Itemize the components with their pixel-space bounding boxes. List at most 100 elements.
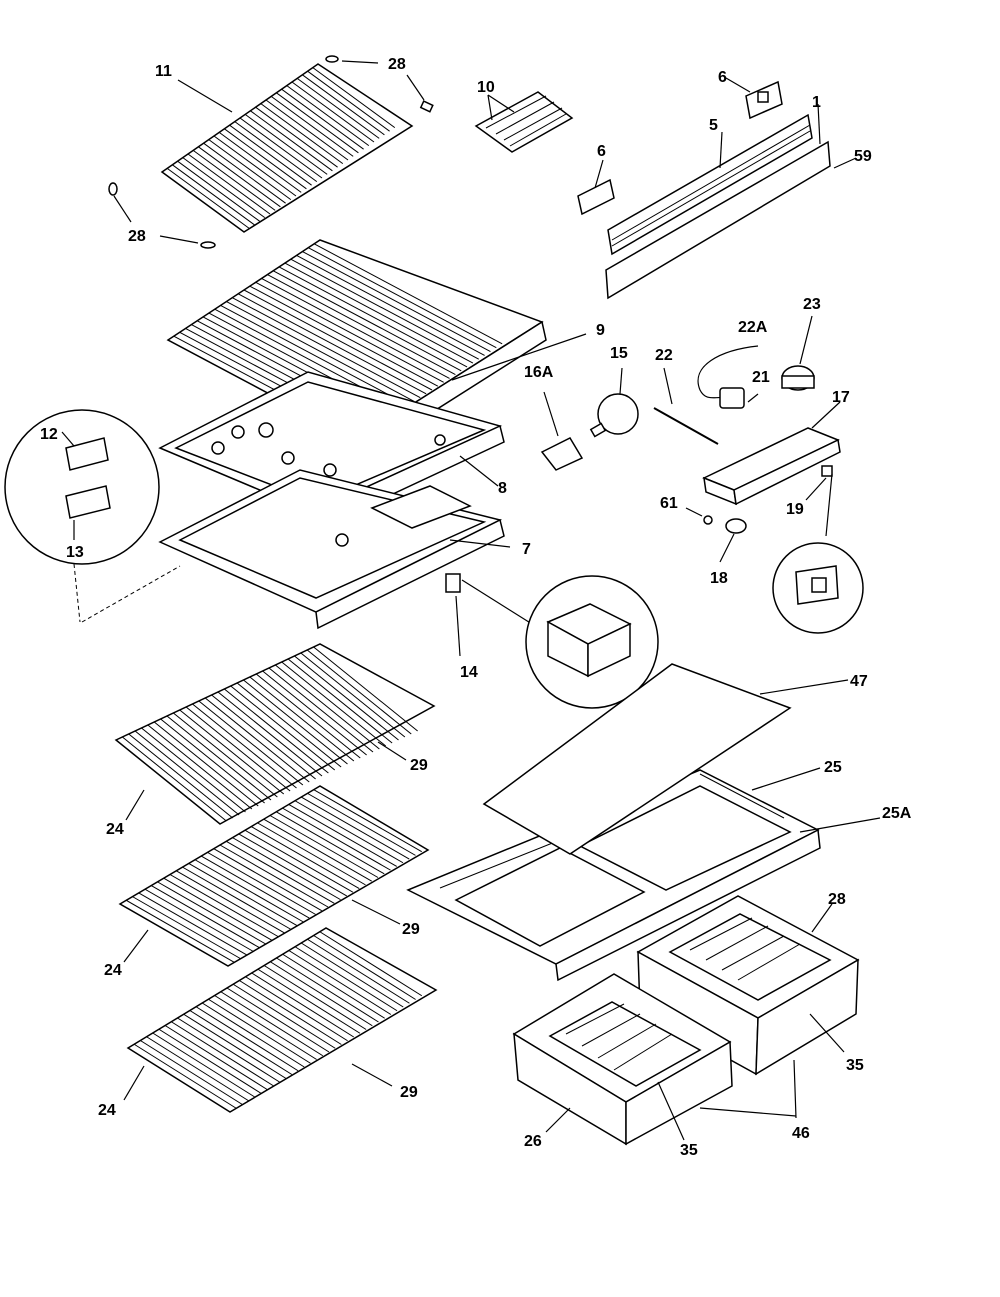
switch-19-detail <box>772 465 864 634</box>
label-29-upper: 29 <box>410 757 428 774</box>
shelf-wire <box>133 1043 237 1109</box>
shelf-frame-7 <box>158 469 505 630</box>
shelf-wire <box>290 258 480 360</box>
shelf-wire <box>219 844 329 908</box>
shelf-wire <box>282 953 385 1019</box>
shelf-wire <box>179 709 285 795</box>
shelf-wire <box>301 796 410 860</box>
shelf-wire <box>218 131 302 193</box>
shelf-wire <box>229 124 312 186</box>
shelf-wire <box>300 942 404 1008</box>
shelf-wire <box>226 987 330 1053</box>
shelf-wire <box>188 863 297 926</box>
shelf-wire <box>255 281 444 383</box>
label-35-right: 35 <box>846 1057 864 1074</box>
shelf-wire <box>250 110 333 172</box>
shelf-wire <box>237 293 427 395</box>
shelf-wire <box>176 870 285 934</box>
shelf-wire <box>251 972 355 1038</box>
wire-shelf-29-middle <box>118 785 430 967</box>
label-18: 18 <box>710 570 728 587</box>
shelf-wire <box>236 682 342 768</box>
shelf-wire <box>166 167 250 229</box>
label-23: 23 <box>803 296 821 313</box>
shelf-wire <box>249 676 355 762</box>
shelf-wire <box>249 285 439 387</box>
label-17: 17 <box>832 389 850 406</box>
shelf-wire <box>160 718 265 804</box>
shelf-wire <box>307 938 410 1004</box>
shelf-wire <box>230 685 336 771</box>
label-11: 11 <box>155 63 172 80</box>
shelf-wire <box>255 673 361 759</box>
shelf-wire <box>243 289 433 391</box>
label-28-top: 28 <box>388 56 406 73</box>
shelf-wire <box>157 881 266 945</box>
label-25a: 25A <box>882 805 912 822</box>
shelf-wire <box>286 85 370 147</box>
shelf-wire <box>268 667 374 753</box>
label-25: 25 <box>824 759 842 776</box>
shelf-wire <box>195 1006 299 1072</box>
shelf-wire <box>302 74 385 136</box>
glass-shelf-47 <box>482 663 881 855</box>
shelf-wire <box>278 266 468 368</box>
shelf-wire <box>128 733 234 819</box>
shelf-wire <box>208 139 292 201</box>
light-socket-16a <box>540 391 584 471</box>
shelf-wire <box>220 991 324 1057</box>
label-22: 22 <box>655 347 673 364</box>
shelf-wire <box>263 818 372 882</box>
shelf-wire <box>294 946 398 1012</box>
shelf-wire <box>192 149 276 211</box>
shelf-wire <box>276 957 379 1023</box>
control-panel-assembly <box>577 77 857 300</box>
wire-shelf-29-upper <box>114 643 436 825</box>
shelf-wire <box>194 859 304 923</box>
shelf-wire <box>217 691 323 777</box>
shelf-wire <box>213 135 297 197</box>
shelf-wire <box>291 81 375 143</box>
shelf-wire <box>211 694 316 780</box>
shelf-wire <box>245 976 348 1042</box>
shelf-wire <box>281 88 364 150</box>
shelf-wire <box>189 1010 293 1075</box>
shelf-wire <box>198 700 304 786</box>
shelf-wire <box>281 661 387 747</box>
shelf-wire <box>158 1028 262 1094</box>
label-28-drawer: 28 <box>828 891 846 908</box>
shelf-wire <box>307 792 416 856</box>
shelf-wire <box>267 274 456 376</box>
label-7: 7 <box>522 541 531 558</box>
light-shield-17 <box>702 401 841 506</box>
shelf-wire <box>284 262 474 364</box>
shelf-wire <box>296 77 380 139</box>
shelf-wire <box>226 840 335 904</box>
label-26: 26 <box>524 1133 542 1150</box>
shelf-wire <box>208 998 311 1064</box>
shelf-wire <box>255 106 338 168</box>
shelf-clip-28-bottom <box>108 182 216 249</box>
shelf-wire <box>151 885 260 948</box>
shelf-wire <box>287 658 393 744</box>
shelf-wire <box>306 649 412 735</box>
shelf-wire <box>257 968 361 1034</box>
shelf-wire <box>244 829 354 893</box>
shelf-wire <box>276 92 359 154</box>
shelf-wire <box>262 670 367 756</box>
label-29-lower: 29 <box>400 1084 418 1101</box>
light-bulb-15 <box>589 367 639 438</box>
label-59: 59 <box>854 148 872 165</box>
shelf-wire <box>251 826 360 889</box>
shelf-wire <box>141 727 246 813</box>
label-47: 47 <box>850 673 868 690</box>
shelf-wire <box>239 980 342 1045</box>
shelf-wire <box>224 128 307 190</box>
label-6-top: 6 <box>718 69 727 86</box>
shelf-wire <box>183 1013 286 1079</box>
shelf-wire <box>224 688 329 774</box>
shelf-wire <box>294 655 399 741</box>
shelf-wire <box>140 1040 243 1105</box>
label-35-left: 35 <box>680 1142 698 1159</box>
shelf-wire <box>243 679 348 765</box>
